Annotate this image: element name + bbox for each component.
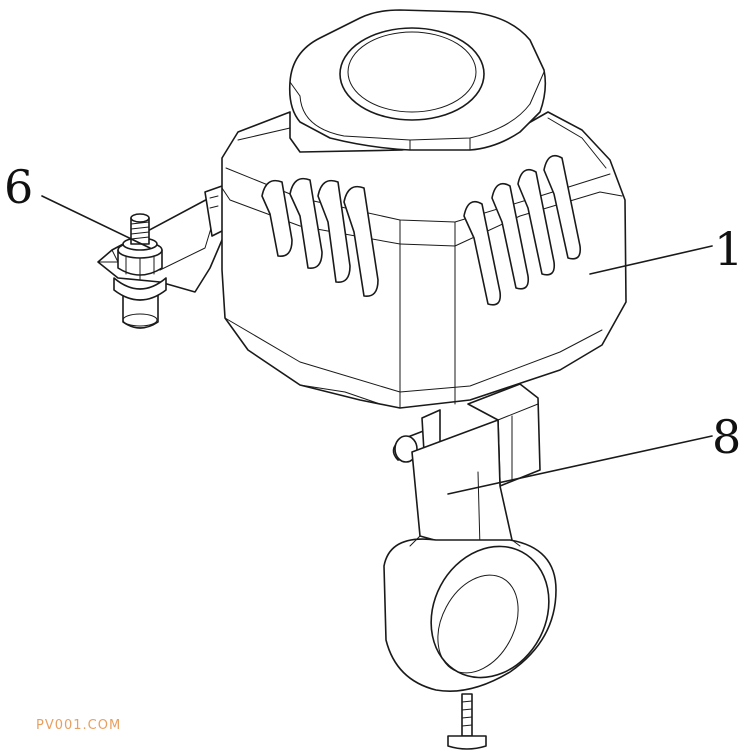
housing-vents-left [261, 177, 379, 297]
side-bracket [97, 185, 233, 293]
watermark-text: PV001.COM [36, 718, 122, 733]
housing [221, 111, 627, 409]
callout-label-6: 6 [4, 160, 34, 214]
leader-line-8 [447, 435, 713, 495]
housing-vents-right [463, 154, 582, 306]
bracket-bolt [113, 213, 167, 329]
callout-label-8: 8 [712, 410, 742, 464]
mounting-strap [383, 383, 557, 750]
leader-line-6 [41, 195, 151, 249]
top-cap [288, 9, 547, 151]
callout-label-1: 1 [714, 222, 744, 276]
leader-line-1 [589, 245, 713, 275]
